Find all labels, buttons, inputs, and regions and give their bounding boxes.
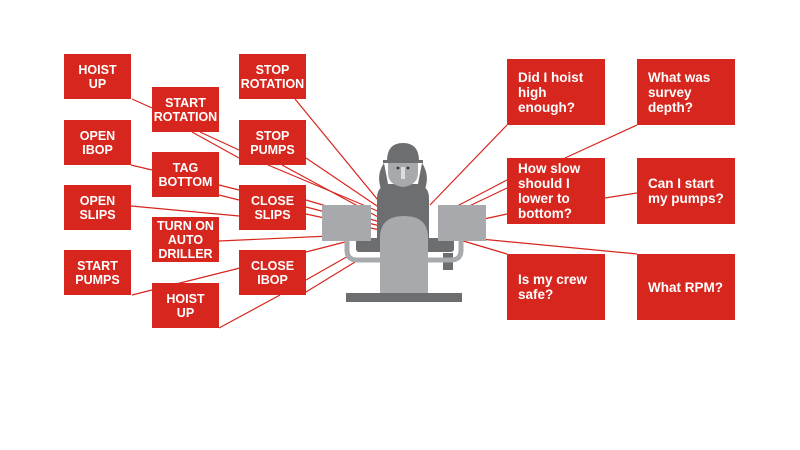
box-label: Can I start my pumps? bbox=[648, 176, 724, 206]
action-open-slips: OPEN SLIPS bbox=[64, 185, 131, 230]
box-label: OPEN SLIPS bbox=[79, 193, 116, 222]
action-turn-on-auto-driller: TURN ON AUTO DRILLER bbox=[152, 217, 219, 262]
action-stop-rotation: STOP ROTATION bbox=[239, 54, 306, 99]
action-tag-bottom: TAG BOTTOM bbox=[152, 152, 219, 197]
right-monitor bbox=[438, 205, 486, 241]
box-label: OPEN IBOP bbox=[79, 128, 116, 157]
action-hoist-up-2: HOIST UP bbox=[152, 283, 219, 328]
box-label: TAG BOTTOM bbox=[158, 160, 213, 189]
box-label: TURN ON AUTO DRILLER bbox=[157, 218, 214, 261]
action-close-slips: CLOSE SLIPS bbox=[239, 185, 306, 230]
question-start-pumps: Can I start my pumps? bbox=[637, 158, 735, 224]
action-close-ibop: CLOSE IBOP bbox=[239, 250, 306, 295]
box-label: START ROTATION bbox=[153, 95, 218, 124]
action-start-rotation: START ROTATION bbox=[152, 87, 219, 132]
question-crew-safe: Is my crew safe? bbox=[507, 254, 605, 320]
box-label: Is my crew safe? bbox=[518, 272, 588, 302]
left-monitor bbox=[322, 205, 371, 241]
question-what-rpm: What RPM? bbox=[637, 254, 735, 320]
box-label: How slow should I lower to bottom? bbox=[518, 161, 581, 221]
box-label: Did I hoist high enough? bbox=[518, 69, 584, 115]
action-stop-pumps: STOP PUMPS bbox=[239, 120, 306, 165]
box-label: What was survey depth? bbox=[648, 69, 711, 115]
box-label: CLOSE SLIPS bbox=[250, 193, 295, 222]
action-open-ibop: OPEN IBOP bbox=[64, 120, 131, 165]
action-start-pumps: START PUMPS bbox=[64, 250, 131, 295]
box-label: CLOSE IBOP bbox=[250, 258, 295, 287]
box-label: HOIST UP bbox=[166, 291, 205, 320]
question-lower-speed: How slow should I lower to bottom? bbox=[507, 158, 605, 224]
box-label: STOP ROTATION bbox=[240, 62, 305, 91]
box-label: START PUMPS bbox=[75, 258, 120, 287]
box-label: STOP PUMPS bbox=[250, 128, 295, 157]
box-label: HOIST UP bbox=[78, 62, 117, 91]
box-label: What RPM? bbox=[648, 279, 723, 295]
driller-figure bbox=[322, 143, 486, 302]
question-survey-depth: What was survey depth? bbox=[637, 59, 735, 125]
question-hoist-high-enough: Did I hoist high enough? bbox=[507, 59, 605, 125]
action-hoist-up: HOIST UP bbox=[64, 54, 131, 99]
